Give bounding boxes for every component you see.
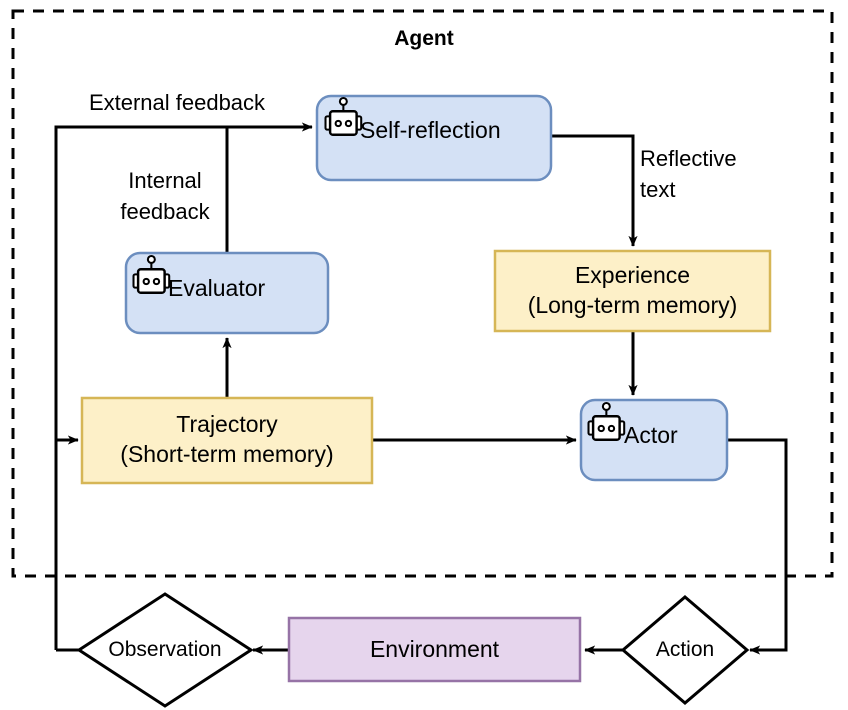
reflective-text-label-line1: Reflective: [640, 146, 737, 171]
action-label[interactable]: Action: [655, 638, 715, 661]
edge-actor-to-action: [727, 438, 788, 655]
edge-reflective-text: [551, 134, 638, 247]
observation-label[interactable]: Observation: [108, 638, 222, 661]
robot-icon: [324, 96, 363, 136]
node-action: [620, 595, 750, 705]
external-feedback-label: External feedback: [88, 90, 266, 115]
environment-label[interactable]: Environment: [369, 636, 500, 662]
node-environment: [287, 616, 582, 683]
robot-icon: [132, 254, 171, 294]
trajectory-label-line2[interactable]: (Short-term memory): [120, 441, 334, 467]
node-self-reflection: [315, 94, 553, 182]
trajectory-label-line1[interactable]: Trajectory: [176, 411, 278, 437]
agent-boundary: [11, 9, 834, 578]
node-experience: [493, 249, 772, 333]
node-trajectory: [80, 396, 374, 485]
node-evaluator: [124, 251, 330, 335]
robot-icon: [587, 401, 626, 441]
experience-label-line2[interactable]: (Long-term memory): [527, 292, 738, 318]
internal-feedback-label-line2: feedback: [120, 199, 210, 224]
internal-feedback-label-line1: Internal: [128, 168, 202, 193]
experience-label-line1[interactable]: Experience: [574, 262, 691, 288]
agent-boundary-title: Agent: [394, 27, 454, 50]
reflective-text-label-line2: text: [640, 177, 676, 202]
node-observation: [76, 592, 254, 708]
